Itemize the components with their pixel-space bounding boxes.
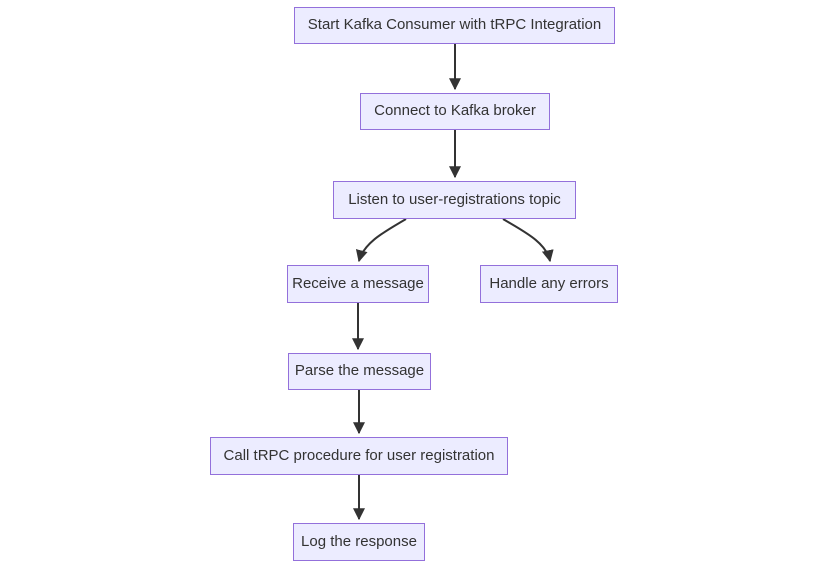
node-call-trpc-procedure: Call tRPC procedure for user registratio…: [210, 437, 508, 475]
node-connect-to-broker: Connect to Kafka broker: [360, 93, 550, 130]
node-parse-message: Parse the message: [288, 353, 431, 390]
edge-listen-to-receive: [355, 218, 407, 263]
node-start-kafka-consumer: Start Kafka Consumer with tRPC Integrati…: [294, 7, 615, 44]
node-receive-message: Receive a message: [287, 265, 429, 303]
node-log-response: Log the response: [293, 523, 425, 561]
node-handle-errors: Handle any errors: [480, 265, 618, 303]
node-listen-topic: Listen to user-registrations topic: [333, 181, 576, 219]
edge-listen-to-errors: [502, 218, 554, 263]
